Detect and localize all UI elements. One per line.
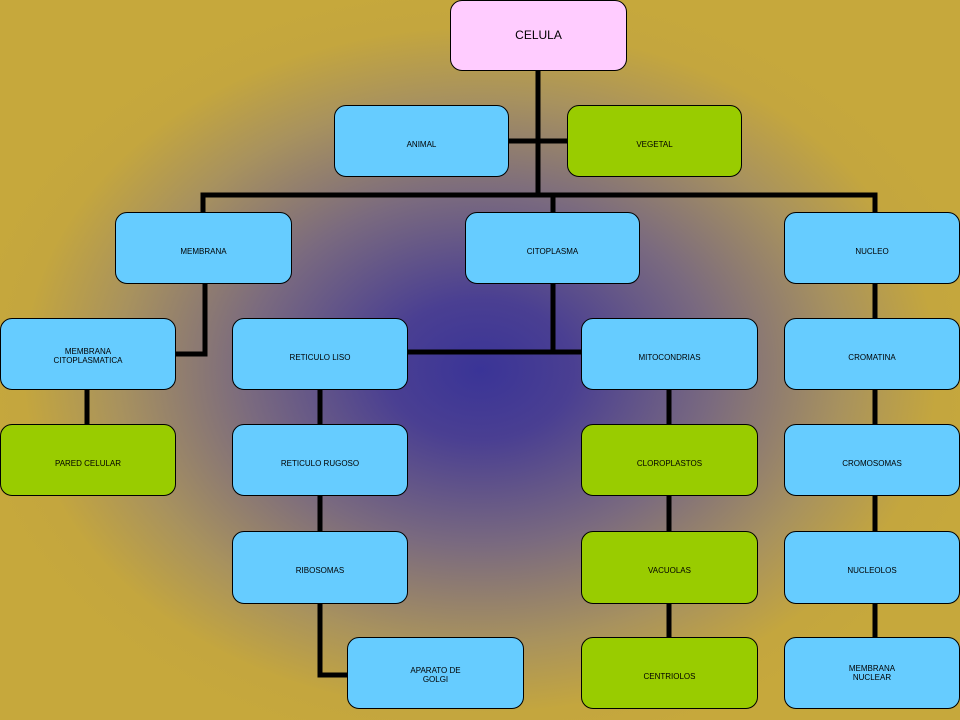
connector-membrana-down (172, 280, 208, 357)
node-vacuolas: VACUOLAS (581, 531, 758, 604)
node-mitocondrias: MITOCONDRIAS (581, 318, 758, 390)
node-membrana-nuclear: MEMBRANA NUCLEAR (784, 637, 960, 709)
node-reticulo-liso: RETICULO LISO (232, 318, 408, 390)
node-reticulo-rugoso: RETICULO RUGOSO (232, 424, 408, 496)
node-nucleolos: NUCLEOLOS (784, 531, 960, 604)
node-centriolos: CENTRIOLOS (581, 637, 758, 709)
node-cromatina: CROMATINA (784, 318, 960, 390)
node-celula: CELULA (450, 0, 627, 71)
node-nucleo: NUCLEO (784, 212, 960, 284)
node-ribosomas: RIBOSOMAS (232, 531, 408, 604)
node-cloroplastos: CLOROPLASTOS (581, 424, 758, 496)
node-vegetal: VEGETAL (567, 105, 742, 177)
node-cromosomas: CROMOSOMAS (784, 424, 960, 496)
node-membrana: MEMBRANA (115, 212, 292, 284)
node-aparato-de-golgi: APARATO DE GOLGI (347, 637, 524, 709)
node-membrana-citoplasmatica: MEMBRANA CITOPLASMATICA (0, 318, 176, 390)
node-animal: ANIMAL (334, 105, 509, 177)
connector-ribosomas-golgi (317, 600, 351, 678)
node-citoplasma: CITOPLASMA (465, 212, 640, 284)
node-pared-celular: PARED CELULAR (0, 424, 176, 496)
